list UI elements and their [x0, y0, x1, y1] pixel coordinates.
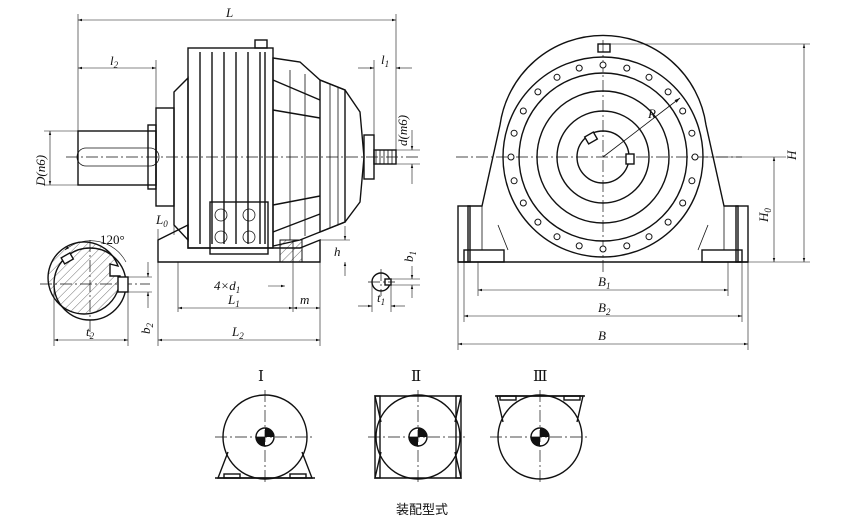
- flange-bolt-hole: [688, 177, 696, 185]
- dim-angle: 120°: [100, 232, 125, 247]
- dim-B: B: [598, 328, 606, 343]
- flange-bolt-hole: [575, 242, 583, 250]
- flange-bolt-hole: [664, 88, 672, 96]
- dim-H0: H0: [756, 208, 773, 223]
- mounting-label-3: Ⅲ: [533, 369, 547, 385]
- dim-L2: L2: [231, 324, 244, 341]
- dim-L1: L1: [227, 292, 240, 309]
- dim-L0: L0: [155, 212, 168, 229]
- mounting-type-2: Ⅱ: [368, 369, 468, 484]
- dim-t2: t2: [86, 324, 95, 341]
- side-view: L l2 l1 D(n6) d(m6) L0 h 4×d1: [33, 5, 420, 346]
- dim-l1-top: l1: [381, 52, 389, 69]
- reducer-body: [187, 39, 274, 249]
- flange-bolt-hole: [534, 218, 542, 226]
- output-shaft: [76, 130, 160, 186]
- dim-D: D(n6): [33, 155, 48, 187]
- flange-bolt-hole: [599, 245, 607, 253]
- flange-bolt-hole: [691, 153, 699, 161]
- dim-L: L: [225, 5, 233, 20]
- dim-d: d(m6): [395, 115, 410, 146]
- dim-m: m: [300, 292, 309, 307]
- flange-bolt-hole: [510, 129, 518, 137]
- dim-b2: b2: [138, 323, 155, 335]
- flange-bolt-hole: [575, 64, 583, 72]
- mounting-type-3: Ⅲ: [490, 369, 590, 484]
- flange-bolt-hole: [679, 107, 687, 115]
- dim-H: H: [784, 150, 799, 161]
- dim-B2: B2: [598, 300, 611, 317]
- mounting-caption: 装配型式: [396, 503, 448, 518]
- flange-bolt-hole: [519, 107, 527, 115]
- dim-h: h: [334, 244, 341, 259]
- flange-bolts: [507, 61, 699, 253]
- dim-l2: l2: [110, 53, 119, 70]
- flange-bolt-hole: [679, 199, 687, 207]
- flange-bolt-hole: [519, 199, 527, 207]
- dim-bolts: 4×d1: [214, 278, 240, 295]
- mounting-foot: [157, 201, 321, 263]
- mounting-type-1: Ⅰ: [215, 369, 315, 484]
- mounting-label-2: Ⅱ: [411, 369, 421, 385]
- dim-b1: b1: [401, 251, 418, 262]
- flange-bolt-hole: [507, 153, 515, 161]
- shaft-section: 120° b2 t2: [40, 232, 155, 346]
- motor-housing: [272, 57, 375, 247]
- flange-bolt-hole: [553, 233, 561, 241]
- dim-B1: B1: [598, 274, 610, 291]
- mounting-label-1: Ⅰ: [258, 369, 264, 385]
- flange-bolt-hole: [664, 218, 672, 226]
- flange-bolt-hole: [645, 73, 653, 81]
- front-view: R H H0 B1 B2 B: [456, 34, 810, 350]
- input-key-section: b1 t1: [358, 251, 420, 312]
- flange-bolt-hole: [623, 64, 631, 72]
- mounting-types: Ⅰ Ⅱ Ⅲ: [215, 369, 590, 518]
- dim-R: R: [647, 106, 656, 121]
- flange-bolt-hole: [534, 88, 542, 96]
- dim-t1: t1: [377, 290, 385, 307]
- flange-bolt-hole: [599, 61, 607, 69]
- flange-bolt-hole: [510, 177, 518, 185]
- flange-bolt-hole: [688, 129, 696, 137]
- flange-bolt-hole: [623, 242, 631, 250]
- flange-bolt-hole: [645, 233, 653, 241]
- flange-bolt-hole: [553, 73, 561, 81]
